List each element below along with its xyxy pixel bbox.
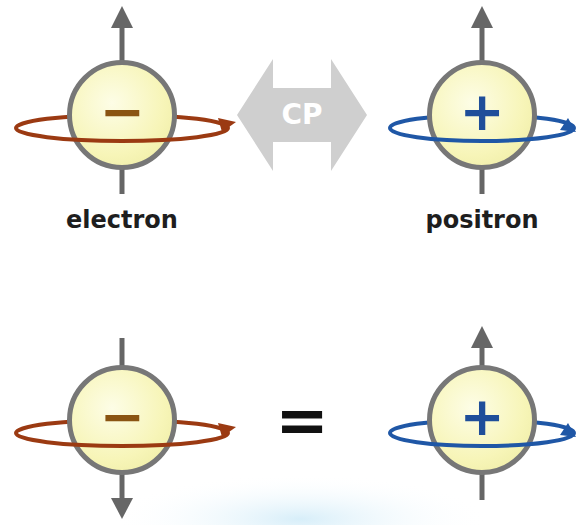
orbit — [390, 433, 574, 446]
transform-arrow — [237, 59, 367, 171]
spin-arrowhead — [471, 326, 493, 348]
particle-node: − electron — [22, 60, 222, 234]
particle-node: + — [382, 365, 578, 475]
orbit — [16, 128, 228, 141]
orbit-arrowhead — [560, 423, 576, 437]
orbit-arrowhead — [560, 118, 576, 132]
particle-name: electron — [66, 206, 178, 234]
particle-node: + positron — [382, 60, 578, 234]
orbit — [390, 128, 574, 141]
particle-sphere: − — [67, 365, 177, 475]
particle-sphere: − — [67, 60, 177, 170]
edge-label: CP — [281, 101, 322, 129]
spin-arrowhead — [111, 6, 133, 28]
equals-sign: = — [275, 388, 329, 452]
orbit — [16, 433, 228, 446]
charge-sign: + — [459, 85, 504, 139]
charge-sign: + — [459, 390, 504, 444]
particle-node: − — [22, 365, 222, 475]
charge-sign: − — [99, 390, 144, 444]
orbit-arrowhead — [218, 118, 236, 132]
orbit-arrowhead — [218, 423, 236, 437]
particle-sphere: + — [427, 365, 537, 475]
spin-arrowhead — [471, 6, 493, 28]
particle-name: positron — [425, 206, 538, 234]
glow — [110, 465, 490, 525]
particle-sphere: + — [427, 60, 537, 170]
charge-sign: − — [99, 85, 144, 139]
spin-arrowhead — [111, 498, 133, 519]
